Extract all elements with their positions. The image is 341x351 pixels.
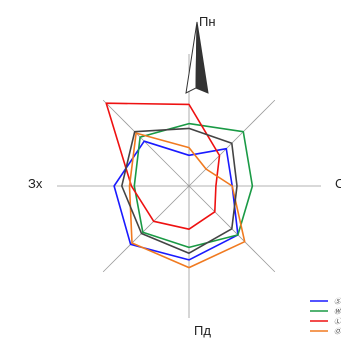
series-polygon-1 (133, 122, 254, 249)
legend-label-1: Ⓦ (334, 308, 341, 316)
north-arrow-icon (185, 21, 209, 94)
legend: Ⓢ Ⓦ Ⓛ Ⓞ (310, 298, 341, 336)
legend-label-0: Ⓢ (334, 298, 341, 306)
direction-label-north: Пн (199, 14, 216, 29)
axis-line-ПдЗх (102, 185, 190, 273)
series-polygon-4 (121, 127, 238, 254)
legend-label-2: Ⓛ (334, 318, 341, 326)
legend-label-3: Ⓞ (334, 328, 341, 336)
series-layer (105, 102, 254, 269)
direction-label-east: Сх (335, 176, 341, 191)
series-polygon-0 (113, 140, 239, 261)
series-polygon-3 (128, 132, 246, 269)
axes-layer (57, 54, 321, 318)
axis-line-ПнЗх (102, 99, 190, 187)
series-polygon-2 (105, 102, 221, 230)
direction-label-west: Зх (28, 176, 43, 191)
direction-label-south: Пд (194, 323, 211, 338)
